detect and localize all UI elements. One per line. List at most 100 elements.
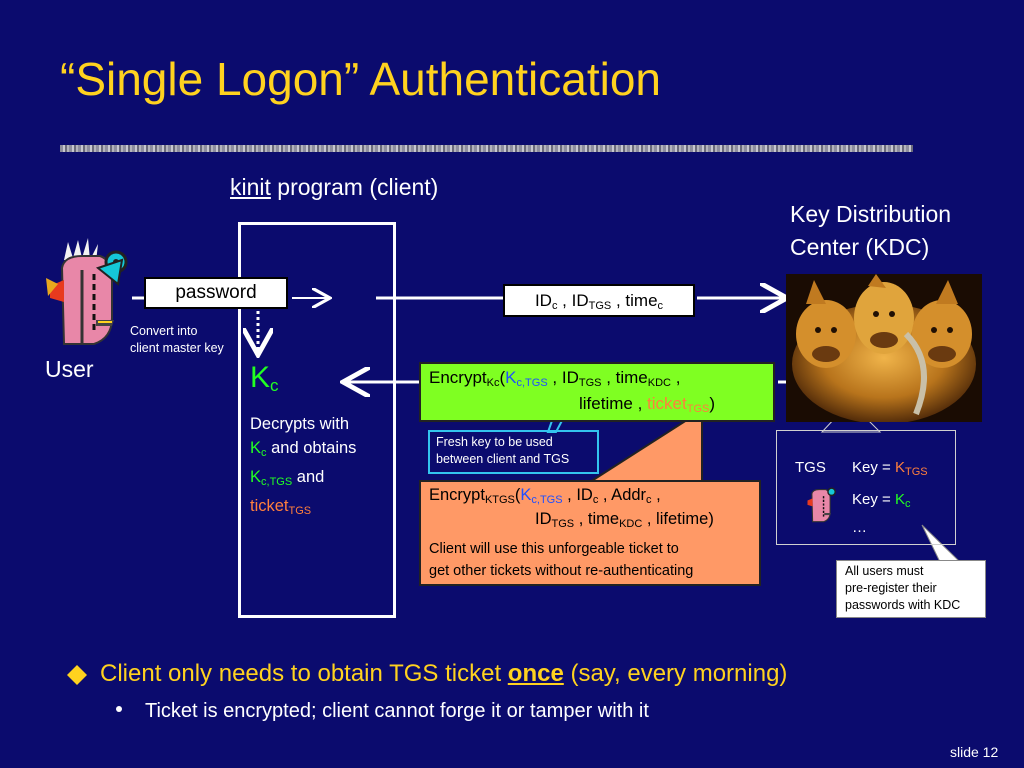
decrypt-and: and [292, 468, 325, 486]
bullet-main-pre: Client only needs to obtain TGS ticket [100, 660, 508, 687]
table-ellipsis: … [852, 519, 867, 536]
reply-lifetime: lifetime , [579, 394, 648, 413]
client-program-box [238, 222, 396, 618]
ticket-line1: EncryptKTGS(Kc,TGS , IDc , Addrc , [429, 486, 661, 506]
user-key-row: Key = Kc [852, 491, 910, 510]
reply-encrypt-sub: Kc [486, 377, 500, 389]
bullet-main: Client only needs to obtain TGS ticket o… [100, 660, 787, 688]
tgs-key-k: K [894, 459, 905, 476]
reply-time: , time [601, 368, 648, 387]
ticket-id: , ID [562, 486, 593, 504]
kdc-label-line1: Key Distribution [790, 201, 952, 227]
request-id-tgs: , ID [557, 291, 589, 310]
bullet-sub: Ticket is encrypted; client cannot forge… [145, 700, 649, 722]
decrypt-description: Decrypts with Kc and obtains Kc,TGS and … [250, 412, 356, 523]
ticket-comma: , [651, 486, 661, 504]
reply-close: ) [709, 394, 716, 413]
tgs-label: TGS [795, 459, 826, 476]
reply-ticket-sub: TGS [686, 403, 710, 415]
ticket-line2-id-sub: TGS [551, 518, 575, 530]
ticket-encrypt-sub: KTGS [484, 494, 515, 506]
ticket-k-sub: c,TGS [531, 494, 563, 506]
ticket-note-line1: Client will use this unforgeable ticket … [429, 541, 679, 557]
title-divider [60, 145, 913, 152]
dot-bullet-icon [116, 706, 122, 712]
reply-k-sub: c,TGS [516, 377, 548, 389]
decrypt-kctgs: K [250, 468, 262, 486]
convert-note-line1: Convert into [130, 324, 198, 338]
tgs-key-row: Key = KTGS [852, 459, 928, 478]
password-box: password [144, 277, 288, 309]
decrypt-kc: K [250, 439, 262, 457]
decrypt-line3: Kc,TGS and [250, 465, 356, 494]
ticket-line2-end: , lifetime) [642, 510, 714, 528]
decrypt-and-obtains: and obtains [266, 439, 357, 457]
ticket-line2-id: ID [535, 510, 552, 528]
decrypt-line2: Kc and obtains [250, 436, 356, 465]
ticket-k: K [520, 486, 532, 504]
ticket-id-sub: c [592, 494, 599, 506]
kc-letter: K [250, 361, 271, 394]
ticket-encrypt: Encrypt [429, 486, 485, 504]
decrypt-line1: Decrypts with [250, 415, 350, 433]
register-note-line3: passwords with KDC [845, 598, 961, 612]
slide-number: slide 12 [950, 744, 999, 760]
convert-note-line2: client master key [130, 341, 224, 355]
ticket-addr: , Addr [598, 486, 647, 504]
client-master-key: Kc [250, 361, 279, 395]
kdc-key-table: TGS Key = KTGS Key = Kc … [776, 430, 956, 545]
ticket-line2-time: , time [574, 510, 620, 528]
register-note-line1: All users must [845, 564, 924, 578]
decrypt-ticket-sub: TGS [288, 505, 312, 517]
reply-time-sub: KDC [647, 377, 671, 389]
request-tgs-sub: TGS [588, 300, 612, 312]
request-time: , time [611, 291, 658, 310]
tgs-ticket-box: EncryptKTGS(Kc,TGS , IDc , Addrc , IDTGS… [419, 480, 761, 586]
reply-open: ( [499, 368, 506, 387]
kc-subscript: c [270, 376, 279, 395]
ticket-callout-pointer [586, 417, 703, 483]
diamond-bullet-icon [67, 665, 87, 685]
kinit-text: kinit [230, 174, 271, 200]
bullet-main-emphasis: once [507, 660, 564, 687]
fresh-note-line2: between client and TGS [436, 452, 570, 466]
register-note-line2: pre-register their [845, 581, 937, 595]
kdc-reply-box: EncryptKc(Kc,TGS , IDTGS , timeKDC , lif… [419, 362, 775, 422]
decrypt-ticket: ticket [250, 497, 289, 515]
slide-title: “Single Logon” Authentication [60, 53, 661, 105]
ticket-note-line2: get other tickets without re-authenticat… [429, 563, 694, 579]
user-key-k: K [894, 491, 905, 508]
reply-k: K [505, 368, 517, 387]
reply-encrypt: Encrypt [429, 368, 487, 387]
preregister-note: All users must pre-register their password… [836, 560, 986, 618]
tgs-request-box: IDc , IDTGS , timec [503, 284, 695, 317]
user-label: User [45, 356, 94, 382]
kdc-cerberus-image [786, 274, 982, 422]
decrypt-kctgs-sub: c,TGS [261, 476, 293, 488]
user-small-icon [807, 487, 836, 523]
tgs-key-label: Key = [852, 459, 895, 476]
reply-comma: , [671, 368, 681, 387]
request-id-sub: c [551, 300, 558, 312]
ticket-line2: IDTGS , timeKDC , lifetime) [535, 510, 714, 530]
reply-id-sub: TGS [578, 377, 602, 389]
user-key-label: Key = [852, 491, 895, 508]
bullet-main-post: (say, every morning) [563, 660, 788, 687]
user-face-icon [46, 238, 128, 345]
client-label-rest: program (client) [270, 174, 439, 200]
decrypt-line4: ticketTGS [250, 494, 356, 523]
request-time-sub: c [657, 300, 664, 312]
request-id: ID [534, 291, 552, 310]
reply-line2: lifetime , ticketTGS) [579, 394, 715, 415]
reply-line1: EncryptKc(Kc,TGS , IDTGS , timeKDC , [429, 368, 680, 389]
client-label: kinit program (client) [230, 174, 438, 201]
decrypt-kc-sub: c [261, 447, 267, 459]
convert-note: Convert into client master key [130, 323, 224, 357]
ticket-open: ( [514, 486, 521, 504]
tgs-key-sub: TGS [904, 466, 928, 478]
reply-ticket: ticket [647, 394, 687, 413]
reply-id: , ID [547, 368, 579, 387]
ticket-note: Client will use this unforgeable ticket … [429, 538, 693, 582]
